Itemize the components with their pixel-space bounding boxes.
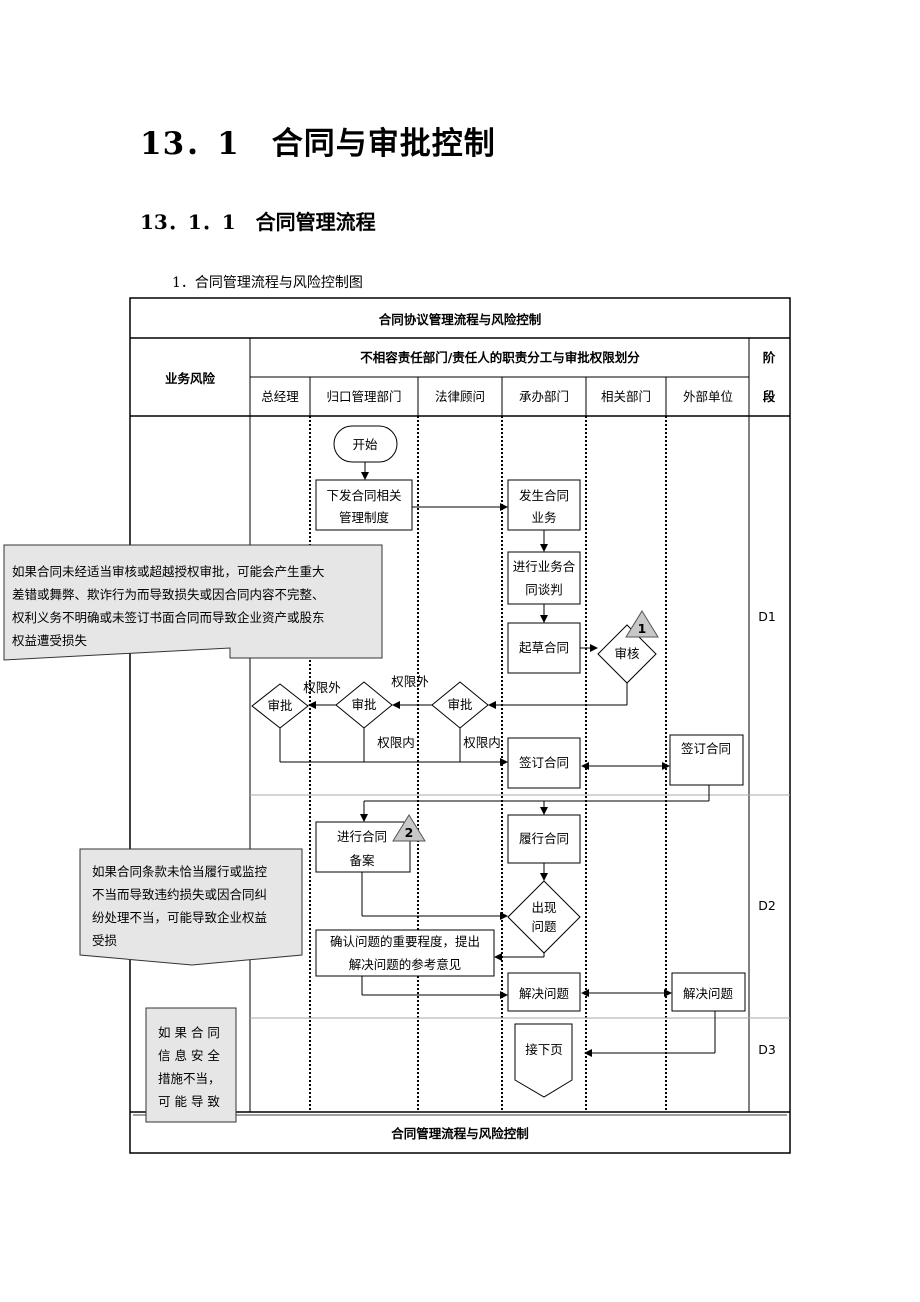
over-limit-label-2: 权限外 (391, 674, 429, 689)
table-title: 合同协议管理流程与风险控制 (379, 312, 542, 327)
approve-dept-label: 审批 (351, 697, 376, 712)
risk-callout-1 (3, 544, 383, 661)
risk-callout-3 (145, 1007, 237, 1123)
resolve-box (507, 972, 581, 1012)
issue-rules-label-2: 管理制度 (339, 510, 390, 525)
approve-gm-label: 审批 (267, 698, 292, 713)
risk-marker-2-label: 2 (405, 825, 414, 840)
draft-label: 起草合同 (519, 640, 569, 655)
risk2-line-1: 如果合同条款未恰当履行或监控 (92, 864, 268, 879)
risk3-line-2: 信 息 安 全 (158, 1048, 220, 1063)
draft-contract-box (507, 622, 581, 674)
risk1-line-1: 如果合同未经适当审核或超越授权审批，可能会产生重大 (12, 564, 325, 579)
table-footer: 合同管理流程与风险控制 (391, 1126, 529, 1141)
risk1-line-2: 差错或舞弊、欺诈行为而导致损失或因合同内容不完整、 (12, 587, 325, 602)
next-page-label: 接下页 (525, 1042, 563, 1057)
resolve-external-label: 解决问题 (683, 986, 734, 1001)
within-limit-label-2: 权限内 (463, 735, 501, 750)
filing-label-1: 进行合同 (337, 829, 387, 844)
table-frame (129, 297, 791, 1154)
sign-label: 签订合同 (519, 755, 569, 770)
negotiate-box (507, 551, 581, 605)
risk1-line-3: 权利义务不明确或未签订书面合同而导致企业资产或股东 (12, 610, 325, 625)
negotiate-label-1: 进行业务合 (513, 559, 576, 574)
heading-1: 13．1 合同与审批控制 (140, 126, 496, 162)
risk-callout-2 (79, 848, 303, 966)
occur-business-box (507, 479, 581, 531)
risk-marker-1-label: 1 (638, 621, 647, 636)
heading-2: 13．1．1 合同管理流程 (140, 210, 376, 234)
resolve-external-box (671, 972, 746, 1012)
risk2-line-2: 不当而导致违约损失或因合同纠 (92, 887, 267, 902)
problem-label-2: 问题 (531, 919, 557, 934)
column-related-dept: 相关部门 (601, 389, 651, 404)
column-gm: 总经理 (261, 389, 299, 404)
sign-external-label: 签订合同 (681, 741, 731, 756)
filing-label-2: 备案 (349, 853, 375, 868)
risk-header: 业务风险 (165, 371, 216, 386)
risk1-line-4: 权益遭受损失 (12, 633, 88, 648)
stage-d1: D1 (758, 609, 776, 624)
column-legal: 法律顾问 (435, 389, 485, 404)
column-handling-dept: 承办部门 (519, 389, 569, 404)
confirm-label-2: 解决问题的参考意见 (349, 957, 462, 972)
issue-rules-box (315, 479, 413, 531)
perform-label: 履行合同 (519, 831, 569, 846)
column-admin-dept: 归口管理部门 (326, 389, 401, 404)
perform-contract-box (507, 814, 581, 864)
stage-d3: D3 (758, 1042, 776, 1057)
stage-header-1: 阶 (763, 350, 776, 365)
figure-caption: 1．合同管理流程与风险控制图 (172, 275, 363, 291)
problem-diamond (507, 880, 581, 954)
sign-external-box (669, 734, 744, 786)
division-header: 不相容责任部门/责任人的职责分工与审批权限划分 (360, 350, 640, 365)
risk3-line-4: 可 能 导 致 (158, 1094, 220, 1109)
risk-marker-2 (392, 814, 426, 842)
sign-contract-box (507, 737, 581, 789)
risk-marker-1 (625, 610, 659, 638)
stage-d2: D2 (758, 898, 776, 913)
negotiate-label-2: 同谈判 (525, 582, 563, 597)
approve-legal-label: 审批 (447, 697, 472, 712)
over-limit-label-1: 权限外 (303, 680, 341, 695)
confirm-label-1: 确认问题的重要程度，提出 (330, 934, 480, 949)
occur-label-1: 发生合同 (519, 488, 569, 503)
within-limit-label-1: 权限内 (377, 735, 415, 750)
start-label: 开始 (352, 437, 378, 452)
next-page-connector (514, 1023, 573, 1098)
risk3-line-1: 如 果 合 同 (158, 1025, 220, 1040)
risk2-line-3: 纷处理不当，可能导致企业权益 (92, 910, 267, 925)
problem-label-1: 出现 (531, 900, 556, 915)
stage-header-2: 段 (763, 389, 776, 404)
occur-label-2: 业务 (531, 510, 556, 525)
filing-box (315, 821, 411, 873)
review-label: 审核 (614, 646, 640, 661)
risk2-line-4: 受损 (92, 933, 118, 948)
column-external: 外部单位 (683, 389, 733, 404)
confirm-problem-box (315, 929, 495, 977)
issue-rules-label-1: 下发合同相关 (326, 488, 401, 503)
risk3-line-3: 措施不当， (158, 1071, 221, 1086)
resolve-label: 解决问题 (519, 986, 570, 1001)
